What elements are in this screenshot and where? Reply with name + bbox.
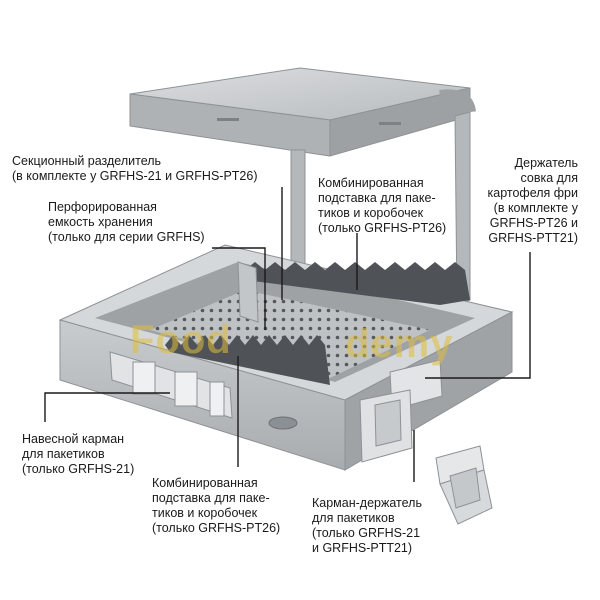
leader-scoop-holder [425,252,531,379]
heat-lamp-hood [129,67,471,157]
scoop-holder [359,359,443,463]
label-section-divider: Секционный разделитель (в комплекте у GR… [12,154,258,183]
watermark-demy: demy [345,322,454,366]
holding-tray [58,244,514,471]
label-combo-rack-top: Комбинированная подставка для паке- тико… [318,176,447,235]
hanging-pocket [109,351,233,419]
support-posts [290,89,476,306]
perforated-insert [150,290,430,378]
callout-leaders [44,187,531,482]
label-combo-rack-bottom: Комбинированная подставка для паке- тико… [152,476,281,535]
leader-perforated [212,247,266,330]
label-pocket-holder: Карман-держатель для пакетиков (только G… [312,496,422,555]
watermark-food: Food [130,318,232,362]
label-perforated-container: Перфорированная емкость хранения (только… [48,200,205,244]
label-hanging-pocket: Навесной карман для пакетиков (только GR… [22,432,135,476]
leader-hanging-pocket [44,392,170,422]
label-scoop-holder: Держатель совка для картофеля фри (в ком… [487,156,579,245]
pocket-holder-part [435,445,493,525]
